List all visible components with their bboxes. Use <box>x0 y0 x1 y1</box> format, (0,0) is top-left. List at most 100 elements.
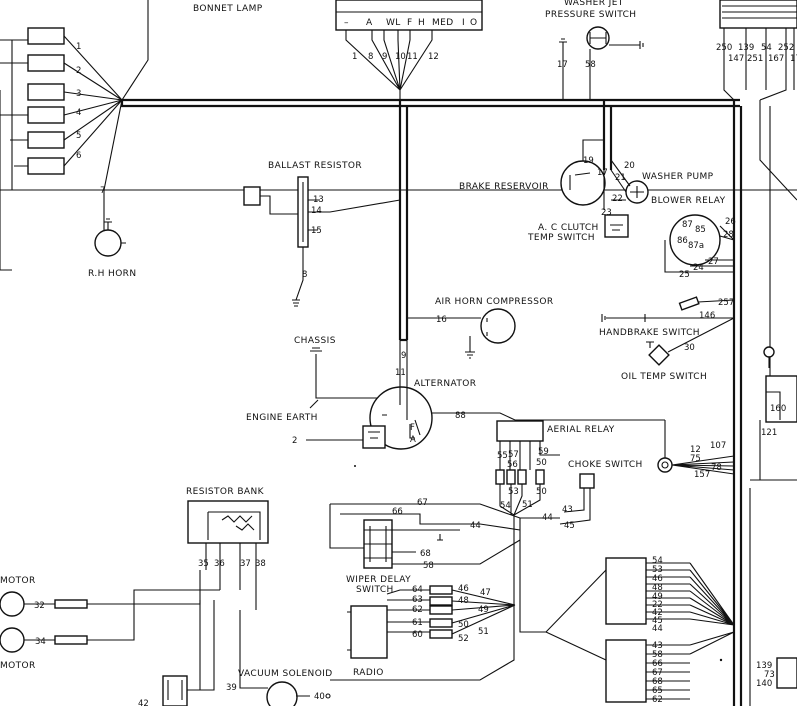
svg-text:11: 11 <box>395 368 406 378</box>
svg-text:H: H <box>418 18 425 28</box>
svg-text:38: 38 <box>255 559 266 569</box>
svg-text:49: 49 <box>478 605 489 615</box>
svg-text:45: 45 <box>564 521 575 531</box>
svg-text:62: 62 <box>652 695 663 705</box>
svg-text:25: 25 <box>679 270 690 280</box>
svg-text:BLOWER RELAY: BLOWER RELAY <box>651 196 726 206</box>
lower-bus <box>330 515 607 681</box>
rh-horn: 7 R.H HORN <box>88 99 136 279</box>
svg-text:47: 47 <box>480 588 491 598</box>
svg-text:140: 140 <box>756 679 772 689</box>
svg-text:160: 160 <box>770 404 786 414</box>
svg-text:AIR HORN COMPRESSOR: AIR HORN COMPRESSOR <box>435 297 554 307</box>
svg-text:42: 42 <box>138 699 149 706</box>
svg-text:A. C CLUTCH: A. C CLUTCH <box>538 223 599 233</box>
svg-text:CHOKE SWITCH: CHOKE SWITCH <box>568 460 643 470</box>
svg-text:88: 88 <box>455 411 466 421</box>
connector-4 <box>27 106 65 124</box>
svg-text:I: I <box>462 18 465 28</box>
svg-text:54: 54 <box>500 501 511 511</box>
svg-text:10: 10 <box>395 52 406 62</box>
svg-text:9: 9 <box>401 351 406 361</box>
top-switch: – A WL F H MED I O 1 8 9 10 11 12 <box>335 0 483 100</box>
svg-text:44: 44 <box>470 521 481 531</box>
wiper-delay-switch: 67 66 44 68 58 WIPER DELAY SWITCH <box>329 498 521 595</box>
svg-text:OIL TEMP SWITCH: OIL TEMP SWITCH <box>621 372 707 382</box>
svg-text:49: 49 <box>652 592 663 602</box>
svg-text:51: 51 <box>478 627 489 637</box>
svg-text:87: 87 <box>682 220 693 230</box>
svg-text:35: 35 <box>198 559 209 569</box>
svg-text:52: 52 <box>458 634 469 644</box>
svg-text:50: 50 <box>536 487 547 497</box>
svg-text:32: 32 <box>34 601 45 611</box>
svg-text:11: 11 <box>407 52 418 62</box>
svg-text:257: 257 <box>718 298 734 308</box>
svg-text:86: 86 <box>677 236 688 246</box>
svg-text:60: 60 <box>412 630 423 640</box>
svg-text:61: 61 <box>412 618 423 628</box>
wire-label: 1 <box>76 42 81 52</box>
svg-text:26: 26 <box>725 217 736 227</box>
right-connector-lower: 43 58 66 67 68 65 62 <box>605 631 735 705</box>
svg-text:48: 48 <box>652 583 663 593</box>
ac-clutch-temp-switch: 23 A. C CLUTCH TEMP SWITCH <box>527 208 629 243</box>
svg-text:22: 22 <box>652 600 663 610</box>
svg-text:63: 63 <box>412 595 423 605</box>
svg-text:24: 24 <box>693 263 704 273</box>
svg-text:27: 27 <box>708 257 719 267</box>
svg-text:MED: MED <box>432 18 454 28</box>
svg-text:RADIO: RADIO <box>353 668 384 678</box>
svg-text:19: 19 <box>583 156 594 166</box>
svg-text:65: 65 <box>652 686 663 696</box>
svg-text:48: 48 <box>458 596 469 606</box>
svg-text:139: 139 <box>756 661 772 671</box>
svg-text:12: 12 <box>428 52 439 62</box>
svg-text:20: 20 <box>624 161 635 171</box>
svg-text:85: 85 <box>695 225 706 235</box>
svg-text:167: 167 <box>768 54 784 64</box>
chassis: CHASSIS <box>294 336 388 399</box>
vacuum-solenoid: VACUUM SOLENOID 39 40 42 <box>138 600 332 706</box>
svg-text:36: 36 <box>214 559 225 569</box>
svg-text:73: 73 <box>764 670 775 680</box>
svg-text:F: F <box>407 18 413 28</box>
svg-text:43: 43 <box>562 505 573 515</box>
svg-text:157: 157 <box>694 470 710 480</box>
svg-text:WASHER JET: WASHER JET <box>564 0 624 8</box>
motor-bottom: 34 MOTOR <box>0 589 220 671</box>
svg-text:34: 34 <box>35 637 46 647</box>
ballast-resistor: BALLAST RESISTOR 13 14 15 8 <box>243 161 401 307</box>
svg-text:13: 13 <box>313 195 324 205</box>
svg-text:BRAKE RESERVOIR: BRAKE RESERVOIR <box>459 182 549 192</box>
svg-text:HANDBRAKE SWITCH: HANDBRAKE SWITCH <box>599 328 700 338</box>
wire-label: 6 <box>76 151 81 161</box>
connector-2 <box>27 54 65 72</box>
bonnet-lamp-label: BONNET LAMP <box>193 4 263 14</box>
svg-text:78: 78 <box>711 463 722 473</box>
svg-text:54: 54 <box>652 556 663 566</box>
svg-text:87a: 87a <box>688 241 704 251</box>
svg-text:23: 23 <box>601 208 612 218</box>
connector-5 <box>27 131 65 149</box>
svg-text:75: 75 <box>690 454 701 464</box>
svg-text:53: 53 <box>508 487 519 497</box>
svg-text:MOTOR: MOTOR <box>0 661 36 671</box>
svg-text:64: 64 <box>412 585 423 595</box>
svg-text:51: 51 <box>522 500 533 510</box>
svg-text:107: 107 <box>710 441 726 451</box>
svg-text:56: 56 <box>507 460 518 470</box>
svg-text:251: 251 <box>747 54 763 64</box>
engine-earth: ENGINE EARTH 2 <box>246 399 386 449</box>
svg-text:58: 58 <box>652 650 663 660</box>
junction-connector: 12 107 75 78 157 <box>657 420 735 480</box>
svg-text:PRESSURE SWITCH: PRESSURE SWITCH <box>545 10 636 20</box>
svg-text:TEMP SWITCH: TEMP SWITCH <box>527 233 595 243</box>
svg-text:146: 146 <box>699 311 715 321</box>
svg-text:8: 8 <box>302 270 307 280</box>
svg-text:21: 21 <box>615 173 626 183</box>
blower-relay: 87 85 86 87a 26 28 27 24 25 <box>664 214 736 280</box>
svg-text:67: 67 <box>417 498 428 508</box>
